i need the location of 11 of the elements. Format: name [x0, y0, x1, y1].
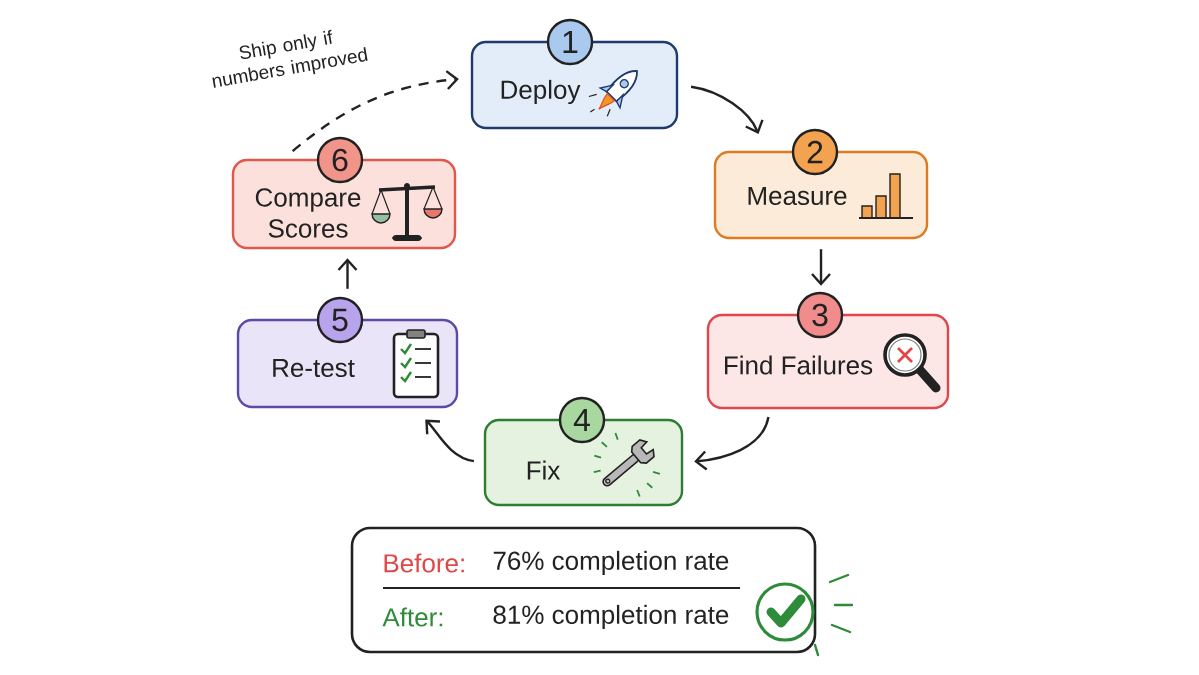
row-label: After:: [382, 607, 443, 627]
row-value: 81% completion rate: [493, 604, 729, 630]
arrow: [694, 416, 770, 471]
dashed-arrow: [291, 70, 459, 152]
arrow: [337, 258, 358, 289]
arrow: [425, 419, 475, 463]
row-label: Before:: [384, 553, 464, 573]
edge-label: Ship only if numbers improved: [212, 29, 368, 88]
arrow: [811, 249, 831, 286]
row-value: 76% completion rate: [493, 550, 729, 576]
arrow: [690, 85, 764, 135]
